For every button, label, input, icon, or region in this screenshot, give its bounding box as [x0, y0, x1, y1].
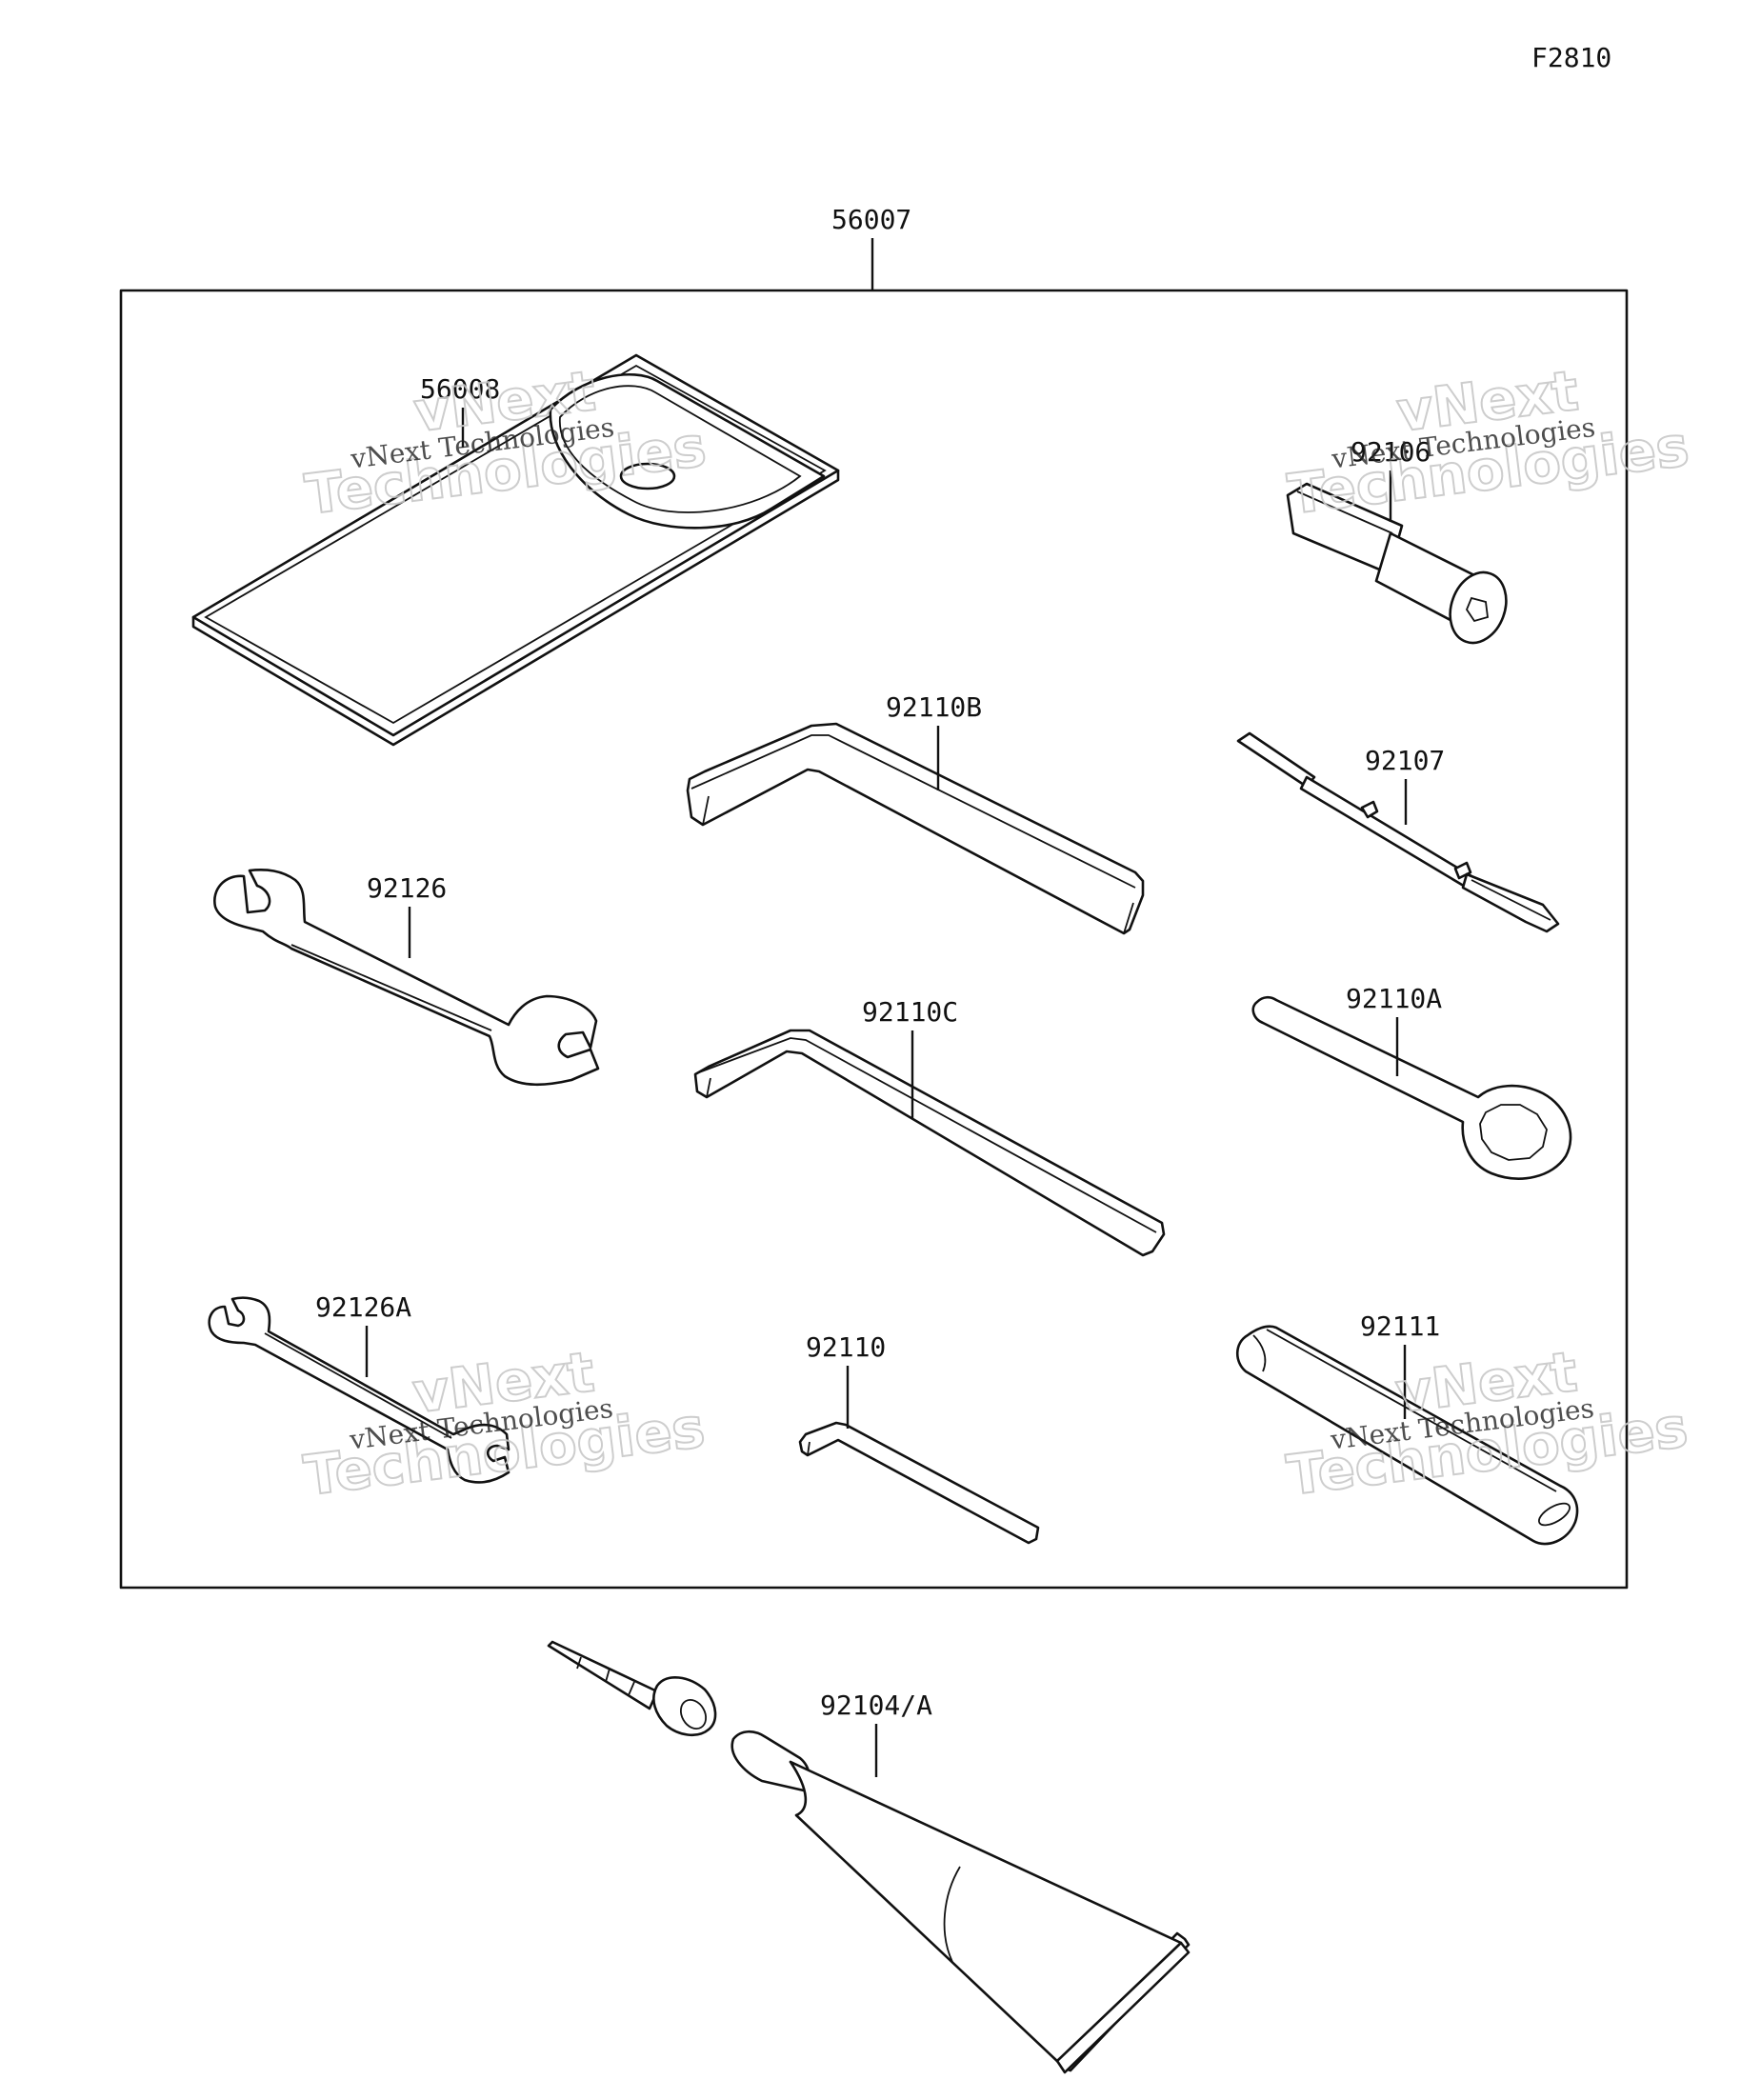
label-92104A: 92104/A: [820, 1690, 932, 1721]
label-92111: 92111: [1360, 1310, 1440, 1342]
watermark-bottom-left: vNext Technologies vNext Technologies: [300, 1338, 710, 1509]
label-92110B: 92110B: [886, 691, 982, 723]
label-92126A: 92126A: [315, 1291, 411, 1323]
screwdriver-shaft-drawing: [1236, 731, 1560, 933]
label-92110A: 92110A: [1346, 983, 1442, 1014]
ring-spanner-drawing: [1251, 995, 1572, 1180]
figure-code: F2810: [1531, 42, 1611, 73]
label-56007: 56007: [831, 204, 911, 235]
small-wrench-drawing: [208, 1296, 510, 1484]
hex-key-small-drawing: [798, 1421, 1040, 1545]
grease-tube-drawing: [547, 1640, 1191, 2074]
tool-pouch-drawing: [191, 353, 840, 747]
label-92110: 92110: [806, 1331, 886, 1363]
hex-key-large-drawing: [686, 722, 1145, 935]
handle-tube-drawing: [1235, 1325, 1579, 1546]
kit-frame: [119, 289, 1629, 1590]
watermark-top-right: vNext Technologies vNext Technologies: [1284, 357, 1693, 528]
socket-bit-drawing: [1286, 482, 1508, 645]
label-92110C: 92110C: [862, 996, 958, 1028]
label-56008: 56008: [420, 373, 500, 405]
label-92107: 92107: [1365, 745, 1445, 776]
hex-key-medium-drawing: [693, 1029, 1166, 1257]
label-92106: 92106: [1351, 436, 1431, 468]
label-92126: 92126: [367, 872, 447, 904]
open-end-wrench-drawing: [213, 869, 600, 1087]
